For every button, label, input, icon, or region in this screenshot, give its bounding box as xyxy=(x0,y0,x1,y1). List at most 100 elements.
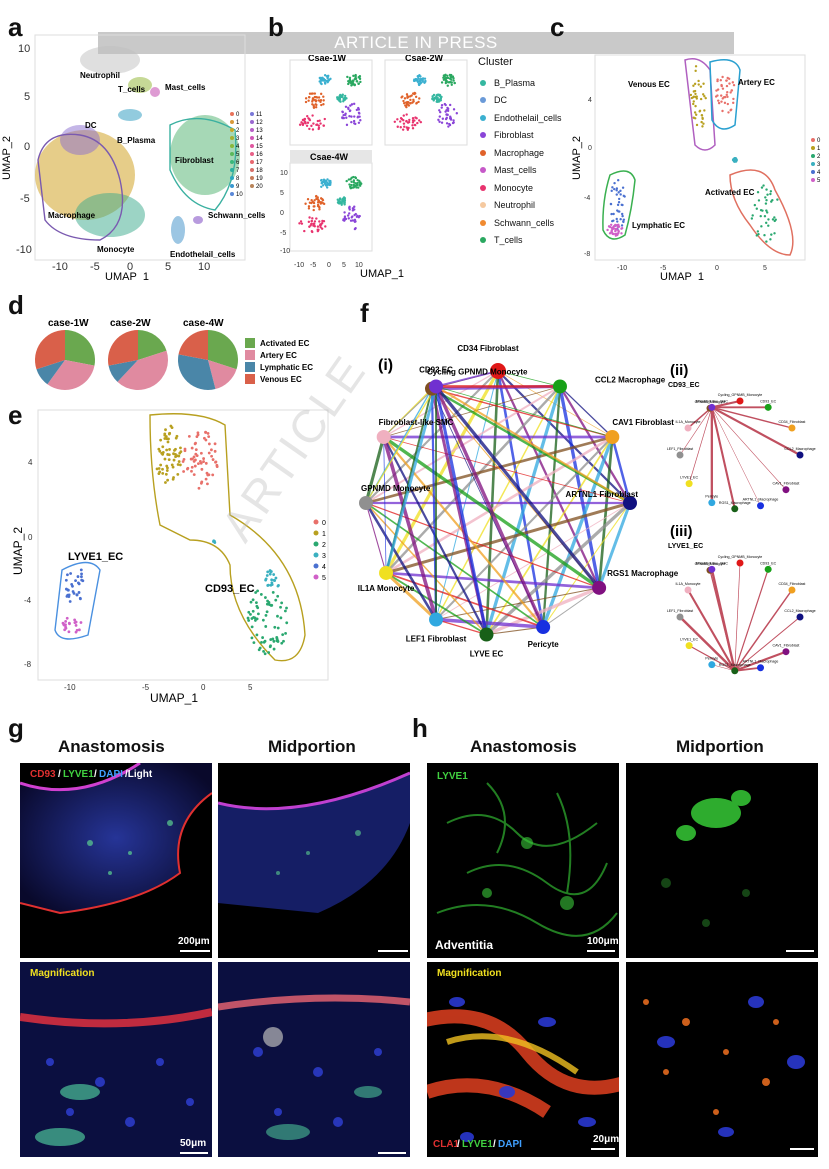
a-legend-swatch xyxy=(250,160,254,164)
a-label-monocyte: Monocyte xyxy=(97,245,135,254)
h-scalebar-top-mid xyxy=(786,950,814,952)
c-scatter-point xyxy=(617,197,621,201)
f-mini-edge xyxy=(688,407,713,484)
f-node xyxy=(605,430,620,444)
c-ytick-0: 4 xyxy=(588,97,592,104)
e-scatter-point xyxy=(262,650,265,653)
f-node xyxy=(552,379,567,394)
c-xtick-3: 5 xyxy=(763,265,767,272)
c-scatter-point xyxy=(701,117,704,121)
c-xtick-1: -5 xyxy=(660,265,666,272)
b-scatter-point xyxy=(347,217,350,220)
b-scatter-point xyxy=(299,220,303,223)
e-scatter-point xyxy=(249,612,252,616)
c-scatter-point xyxy=(615,193,618,196)
f-node-label: Pericyte xyxy=(528,640,560,649)
b-scatter-point xyxy=(305,124,309,128)
b-scatter-point xyxy=(348,115,351,118)
b-scatter-point xyxy=(444,81,448,85)
d-title-2w: case-2W xyxy=(110,318,151,329)
e-scatter-point xyxy=(280,601,284,605)
b-scatter-point xyxy=(411,116,415,120)
b-scatter-point xyxy=(345,179,348,183)
e-scatter-point xyxy=(272,578,276,582)
f-node-label: GPNMD Monocyte xyxy=(361,484,431,493)
b-scatter-point xyxy=(444,79,448,83)
b-scatter-point xyxy=(408,118,411,122)
c-scatter-point xyxy=(617,225,621,228)
c-scatter-point xyxy=(756,230,760,233)
b-scatter-point xyxy=(326,75,330,78)
d-pie-slice xyxy=(178,330,208,360)
e-scatter-point xyxy=(74,624,78,627)
b-scatter-point xyxy=(354,212,357,216)
b-scatter-point xyxy=(412,100,415,103)
c-ylabel: UMAP_2 xyxy=(571,136,583,180)
a-legend-swatch xyxy=(230,152,234,156)
d-legend-label: Venous EC xyxy=(260,375,302,384)
b-scatter-point xyxy=(417,83,421,87)
e-scatter-point xyxy=(204,461,208,465)
e-scatter-point xyxy=(165,448,169,452)
c-scatter-point xyxy=(732,83,736,87)
c-scatter-point xyxy=(769,238,772,241)
c-scatter-point xyxy=(693,82,697,86)
e-scatter-point xyxy=(198,459,202,463)
c-scatter-point xyxy=(702,93,705,96)
c-scatter-point xyxy=(717,101,721,105)
b-scatter-point xyxy=(349,219,353,222)
b-scatter-point xyxy=(405,93,409,96)
f-edge xyxy=(542,587,600,628)
e-scatter-point xyxy=(171,477,175,481)
f-mini-node xyxy=(731,667,739,675)
e-scatter-point xyxy=(271,591,275,594)
b-scatter-point xyxy=(304,100,308,104)
e-scatter-point xyxy=(274,576,278,580)
b-scatter-point xyxy=(400,96,403,99)
f-mini-label: RGS1_Macrophage xyxy=(719,501,751,505)
c-scatter-point xyxy=(728,82,731,85)
b-scatter-point xyxy=(419,81,423,84)
b-scatter-point xyxy=(298,222,301,225)
b-scatter-point xyxy=(307,205,311,208)
b-scatter-point xyxy=(440,81,444,84)
c-scatter-point xyxy=(697,79,700,83)
b-legend-label: DC xyxy=(494,95,507,106)
c-scatter-point xyxy=(773,232,776,235)
e-scatter-point xyxy=(276,594,280,598)
e-scatter-point xyxy=(174,436,178,440)
a-legend-label: 5 xyxy=(236,152,240,158)
b-scatter-point xyxy=(304,202,307,205)
b-legend-swatch xyxy=(480,167,486,174)
f-node xyxy=(359,496,373,510)
b-scatter-point xyxy=(320,181,323,185)
b-scatter-point xyxy=(314,103,317,106)
c-scatter-point xyxy=(609,223,613,226)
e-legend-label: 1 xyxy=(322,531,326,538)
b-scatter-point xyxy=(358,77,362,81)
e-legend-swatch xyxy=(313,519,319,525)
b-scatter-point xyxy=(350,180,353,183)
e-scatter-point xyxy=(265,610,269,614)
f-edge xyxy=(559,385,613,438)
e-scatter-point xyxy=(196,431,200,435)
a-xtick-3: 5 xyxy=(165,261,171,273)
a-ytick-4: -10 xyxy=(16,244,32,256)
e-legend-swatch xyxy=(313,552,319,558)
c-scatter-point xyxy=(720,84,723,88)
b-scatter-point xyxy=(341,110,344,113)
h-stain-cla1: CLA1 xyxy=(433,1139,460,1150)
b-xtick-0: -10 xyxy=(294,262,304,269)
b-scatter-point xyxy=(323,73,327,77)
a-legend-swatch xyxy=(230,168,234,172)
a-legend-swatch xyxy=(250,184,254,188)
e-scatter-point xyxy=(196,433,200,437)
e-scatter-point xyxy=(213,442,217,446)
c-scatter-point xyxy=(763,214,767,218)
b-legend-label: T_cells xyxy=(494,235,523,246)
h-stain-lyve1-bottom: LYVE1 xyxy=(462,1139,493,1150)
b-scatter-point xyxy=(409,98,412,102)
c-scatter-point xyxy=(753,203,757,207)
b-legend-item: B_Plasma xyxy=(480,74,570,92)
